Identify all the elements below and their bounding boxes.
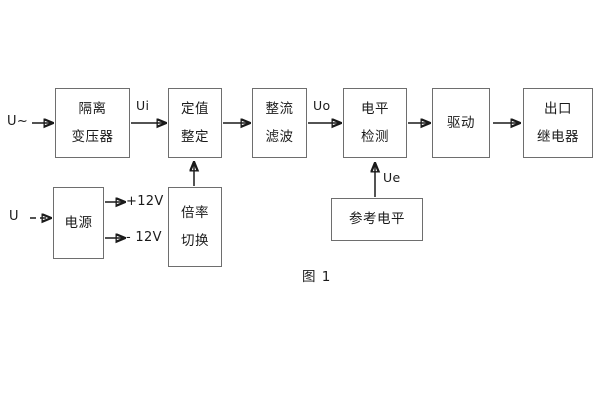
block-line: 继电器 [537,128,579,145]
input-label-ac: U~ [7,114,29,129]
block-line: 隔离 [78,101,107,118]
block-rectify-filter[interactable]: 整流 滤波 [252,88,307,158]
block-line: 检测 [361,128,389,145]
block-isolation-transformer[interactable]: 隔离 变压器 [55,88,130,158]
block-line: 整流 [265,101,294,118]
signal-label-ue: Ue [383,170,401,185]
block-line: 定值 [181,101,209,118]
block-power-supply[interactable]: 电源 [53,187,104,259]
block-line: 整定 [181,128,209,145]
block-line: 变压器 [71,128,114,145]
power-rail-label-negative: - 12V [126,230,162,245]
block-line: 滤波 [265,128,294,145]
block-reference-level[interactable]: 参考电平 [331,198,423,241]
block-output-relay[interactable]: 出口 继电器 [523,88,593,158]
block-line: 电源 [64,214,93,231]
block-line: 倍率 [181,205,209,222]
block-line: 电平 [361,101,389,118]
block-setpoint-adjust[interactable]: 定值 整定 [168,88,222,158]
block-line: 参考电平 [349,211,405,228]
block-level-detect[interactable]: 电平 检测 [343,88,407,158]
signal-label-ui: Ui [136,98,150,113]
power-rail-label-positive: +12V [126,194,164,209]
block-line: 出口 [544,101,572,118]
figure-caption: 图 1 [302,269,332,285]
block-drive[interactable]: 驱动 [432,88,490,158]
input-label-dc: U [9,209,19,224]
signal-label-uo: Uo [313,98,331,113]
block-range-switch[interactable]: 倍率 切换 [168,187,222,267]
block-line: 切换 [181,232,209,249]
block-line: 驱动 [447,114,475,131]
